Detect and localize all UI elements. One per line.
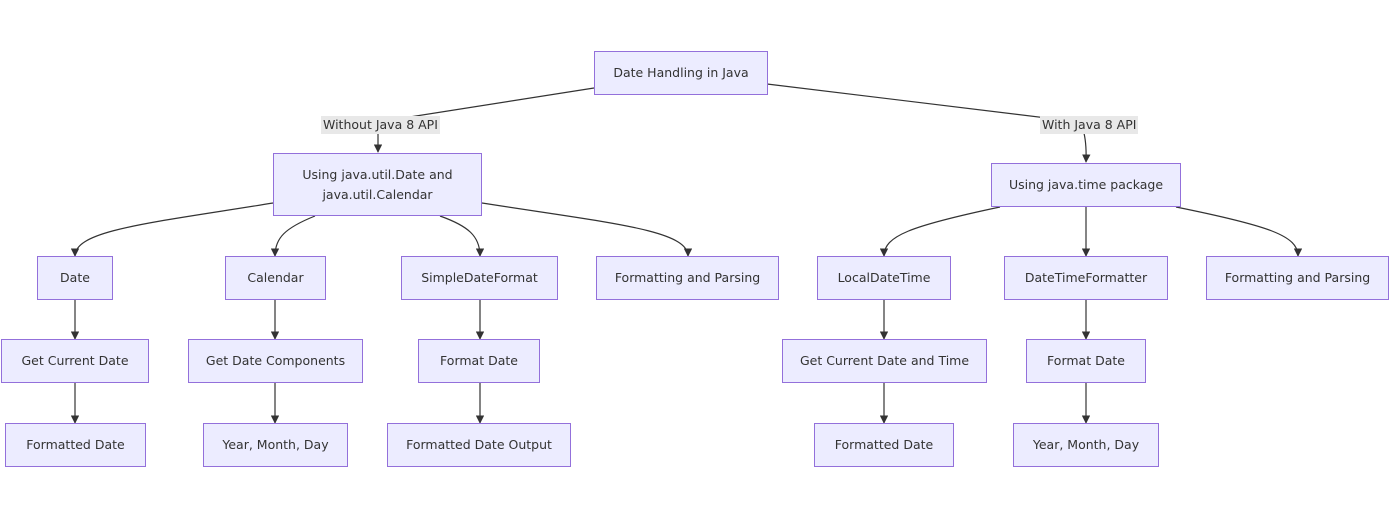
edge-java-util-to-formatting [481, 202, 693, 257]
node-formatted-date-java8-label: Formatted Date [834, 437, 934, 452]
node-format-date-java8: Format Date [1026, 339, 1146, 383]
node-datetimeformatter: DateTimeFormatter [1004, 256, 1168, 300]
node-localdatetime-label: LocalDateTime [837, 270, 931, 285]
node-year-month-day-java8: Year, Month, Day [1013, 423, 1159, 467]
edge-root-to-java-time [766, 83, 1091, 163]
node-format-date-legacy-label: Format Date [440, 353, 518, 368]
edge-java-util-to-calendar [270, 215, 316, 257]
node-formatting-parsing-legacy-label: Formatting and Parsing [614, 270, 761, 285]
node-datetimeformatter-label: DateTimeFormatter [1024, 270, 1148, 285]
node-year-month-day-legacy-label: Year, Month, Day [222, 437, 329, 452]
node-java-time-label: Using java.time package [1008, 177, 1164, 192]
node-get-date-components-label: Get Date Components [205, 353, 346, 368]
node-year-month-day-java8-label: Year, Month, Day [1032, 437, 1140, 452]
node-formatted-date-java8: Formatted Date [814, 423, 954, 467]
edge-java-util-to-date [70, 202, 274, 257]
node-java-util: Using java.util.Date and java.util.Calen… [273, 153, 482, 216]
node-calendar: Calendar [225, 256, 326, 300]
node-formatted-date-output: Formatted Date Output [387, 423, 571, 467]
node-formatting-parsing-java8-label: Formatting and Parsing [1224, 270, 1371, 285]
node-simpledateformat: SimpleDateFormat [401, 256, 558, 300]
node-calendar-label: Calendar [247, 270, 304, 285]
node-year-month-day-legacy: Year, Month, Day [203, 423, 348, 467]
node-formatting-parsing-legacy: Formatting and Parsing [596, 256, 779, 300]
node-java-time: Using java.time package [991, 163, 1181, 207]
node-root: Date Handling in Java [594, 51, 768, 95]
node-date-label: Date [60, 270, 90, 285]
node-get-date-components: Get Date Components [188, 339, 363, 383]
node-root-label: Date Handling in Java [613, 65, 749, 80]
node-get-current-date: Get Current Date [1, 339, 149, 383]
node-formatted-date-legacy: Formatted Date [5, 423, 146, 467]
node-formatting-parsing-java8: Formatting and Parsing [1206, 256, 1389, 300]
node-localdatetime: LocalDateTime [817, 256, 951, 300]
node-java-util-line2: java.util.Calendar [322, 186, 433, 202]
edge-label-with-java8: With Java 8 API [1040, 116, 1139, 134]
node-java-util-line1: Using java.util.Date and [302, 166, 453, 182]
node-format-date-legacy: Format Date [418, 339, 540, 383]
edge-label-without-java8: Without Java 8 API [321, 116, 440, 134]
node-simpledateformat-label: SimpleDateFormat [421, 270, 538, 285]
node-format-date-java8-label: Format Date [1047, 353, 1125, 368]
node-formatted-date-legacy-label: Formatted Date [26, 437, 125, 452]
edge-java-time-to-localdatetime [879, 206, 1001, 257]
node-get-current-date-time-label: Get Current Date and Time [799, 353, 970, 368]
node-date: Date [37, 256, 113, 300]
edge-java-util-to-simpledateformat [439, 215, 485, 257]
edge-java-time-to-formatting [1175, 206, 1303, 257]
node-formatted-date-output-label: Formatted Date Output [406, 437, 552, 452]
node-get-current-date-time: Get Current Date and Time [782, 339, 987, 383]
node-get-current-date-label: Get Current Date [21, 353, 129, 368]
